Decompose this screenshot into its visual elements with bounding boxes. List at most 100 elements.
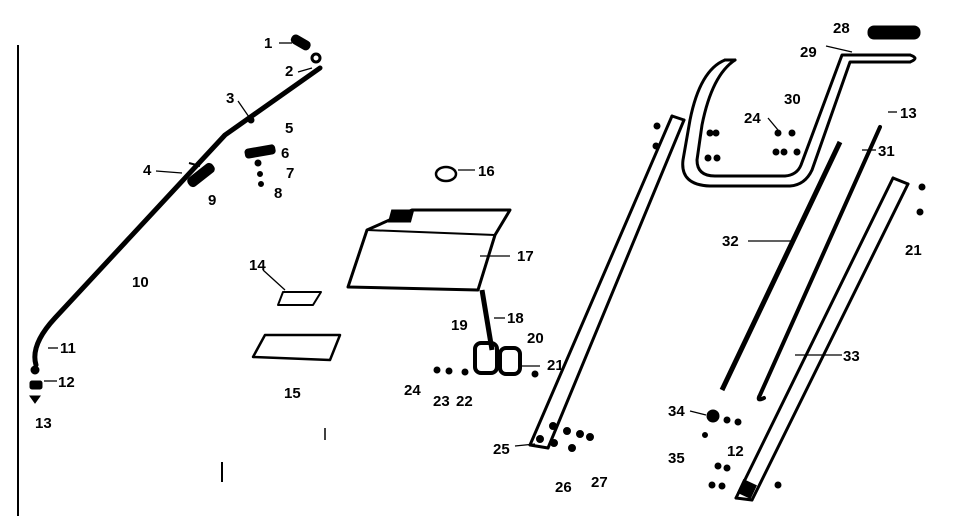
u-bolt-h [780,148,788,156]
callout-13: 13 [35,415,52,432]
callout-5: 5 [285,120,293,137]
left-tube-bolt-a [653,122,661,130]
leader [155,170,183,174]
callout-22: 22 [456,393,473,410]
callout-10: 10 [132,274,149,291]
callout-26: 26 [555,479,572,496]
callout-21-repeat: 21 [905,242,922,259]
callout-3: 3 [226,90,234,107]
leader-lines [44,42,897,447]
callout-17: 17 [517,248,534,265]
callout-15: 15 [284,385,301,402]
upper-handle-cap [723,53,917,64]
callout-labels: 1 2 3 4 5 6 7 8 9 10 11 12 13 14 15 16 1… [35,20,922,496]
callout-27: 27 [591,474,608,491]
bracket-nut [258,181,264,187]
lower-nut-c [708,481,716,489]
leader [237,100,250,118]
rod-32 [719,140,843,392]
control-rod [32,65,323,368]
nut-21 [531,370,539,378]
leader [262,269,286,291]
callout-14: 14 [249,257,266,274]
callout-8: 8 [274,185,282,202]
knob [434,165,458,183]
upper-handle [681,58,912,188]
decal-14 [277,291,322,306]
handle-grip [867,25,921,40]
callout-16: 16 [478,163,495,180]
lower-bolt-c [576,430,584,438]
callout-7: 7 [286,165,294,182]
rod-end-fitting [30,365,40,375]
callout-11: 11 [60,340,76,357]
lower-bolt-g [586,433,594,441]
rod-31 [756,125,882,402]
callout-19: 19 [451,317,468,334]
u-bolt-b [712,129,720,137]
callout-33: 33 [843,348,860,365]
knob-34 [706,409,720,423]
handle-assembly [528,25,926,502]
nut-24 [433,366,441,374]
u-bolt-a [706,129,714,137]
leader [514,443,536,447]
callout-18: 18 [507,310,524,327]
lower-bolt-b [563,427,571,435]
tube-33-ends [734,176,910,502]
spring-19 [473,341,499,375]
callout-4: 4 [143,162,152,179]
callout-23: 23 [433,393,450,410]
grip-ring [310,52,322,64]
callout-25: 25 [493,441,510,458]
callout-12-repeat: 12 [727,443,744,460]
shield-fold [366,229,496,236]
lower-bolt-e [550,439,558,447]
washer-12b [734,418,742,426]
lower-nut-b [723,464,731,472]
callout-13-repeat: 13 [900,105,917,122]
bolt-18 [479,289,495,351]
control-rod-assembly [29,34,323,404]
rod-bushing [187,162,215,188]
callout-34: 34 [668,403,685,420]
lower-bolt-f [568,444,576,452]
shield-cover [346,208,512,292]
leader [825,45,853,53]
rod-end-clip [29,395,41,404]
washer-22 [461,368,469,376]
lower-bolt-d [536,435,544,443]
decal-15 [251,333,342,362]
shield-label [387,209,415,223]
callout-24: 24 [404,382,421,399]
spring-20 [498,346,522,376]
u-bolt-d [713,154,721,162]
callout-12: 12 [58,374,75,391]
callout-1: 1 [264,35,272,52]
callout-29: 29 [800,44,817,61]
callout-31: 31 [878,143,895,160]
bracket-screw [254,159,262,167]
bracket-washer [257,171,263,177]
bolt-21 [916,208,924,216]
callout-32: 32 [722,233,739,250]
callout-30: 30 [784,91,801,108]
tube-33 [734,176,910,502]
callout-21: 21 [547,357,564,374]
rod-clip [247,116,255,124]
rod-end-nut [29,380,43,390]
bracket [244,144,276,159]
upper-handle-inner [695,53,912,178]
lower-bolt-a [549,422,557,430]
washer-12 [723,416,731,424]
bolt-21b [918,183,926,191]
leader [297,67,313,73]
shield-assembly [251,165,539,378]
callout-9: 9 [208,192,216,209]
handle-tube-left [528,114,686,450]
u-bolt-e [774,129,782,137]
callout-2: 2 [285,63,293,80]
leader [767,117,779,131]
u-bolt-g [772,148,780,156]
